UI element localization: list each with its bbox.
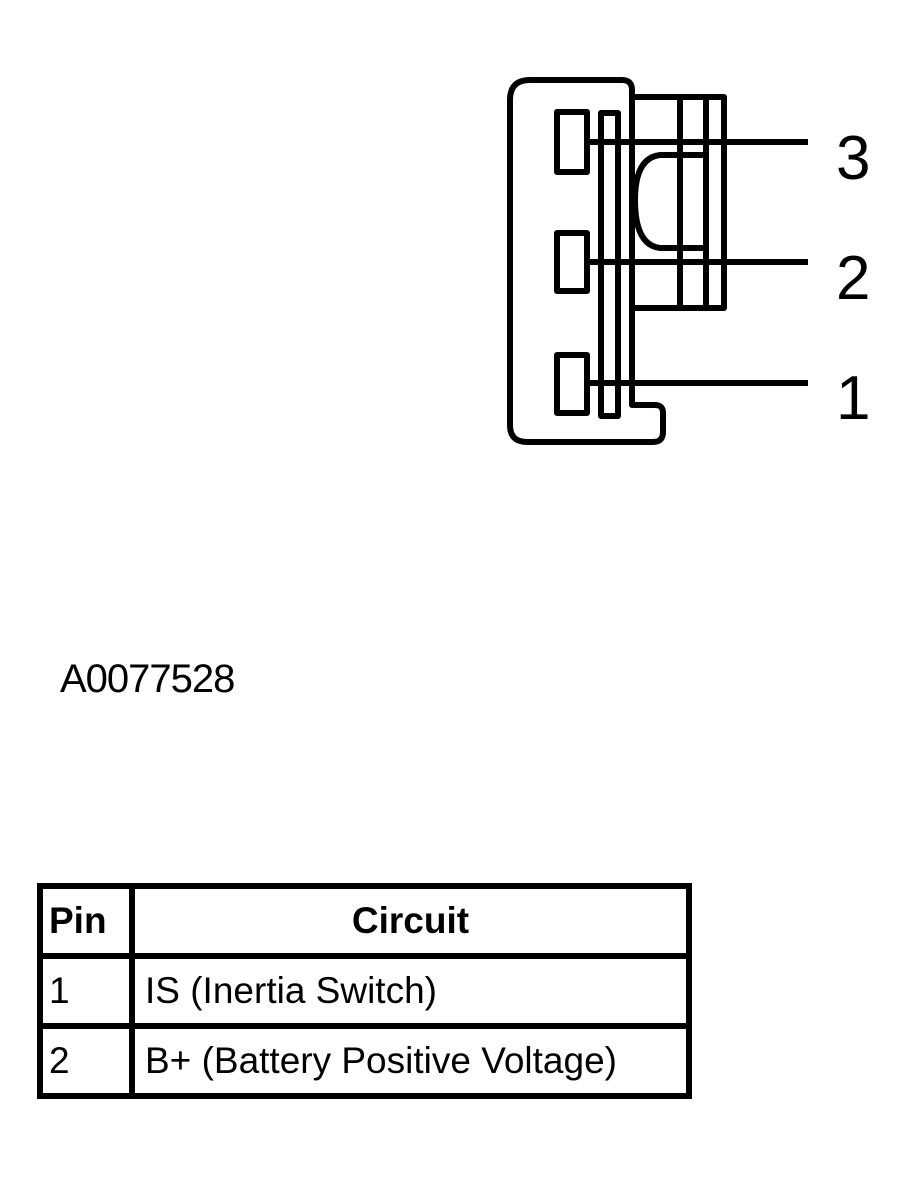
pin-2-terminal [554,230,590,294]
table-row: 2 B+ (Battery Positive Voltage) [37,1023,692,1099]
connector-diagram: 3 2 1 [507,77,870,445]
pin-3-terminal [554,109,590,175]
table-row: 1 IS (Inertia Switch) [37,953,692,1029]
connector-housing-outline [507,77,727,445]
pin-2-label: 2 [836,244,870,313]
pin-column-header: Pin [37,883,135,959]
pin-1-terminal [554,352,590,416]
pin-circuit-table: Pin Circuit 1 IS (Inertia Switch) 2 B+ (… [37,883,692,1099]
circuit-column-header: Circuit [129,883,692,959]
table-header-row: Pin Circuit [37,883,692,959]
pin-cell: 2 [37,1023,135,1099]
circuit-cell: B+ (Battery Positive Voltage) [129,1023,692,1099]
latch-curve [632,152,706,251]
pin-3-label: 3 [836,124,870,193]
pin-cell: 1 [37,953,135,1029]
pin-1-label: 1 [836,364,870,433]
circuit-cell: IS (Inertia Switch) [129,953,692,1029]
figure-id: A0077528 [60,657,235,701]
